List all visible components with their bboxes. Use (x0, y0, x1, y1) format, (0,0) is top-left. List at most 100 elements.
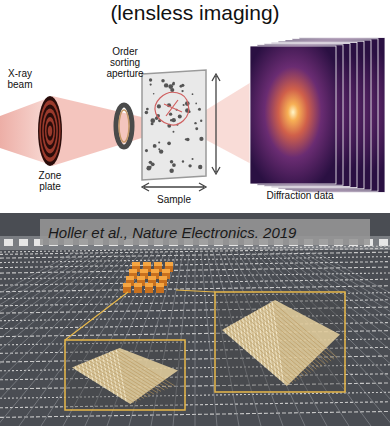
sample-dot (199, 137, 203, 141)
orange-cube (156, 283, 164, 293)
sample-figure (155, 92, 189, 125)
cube-top (134, 283, 142, 287)
structure-line (246, 317, 311, 373)
sample-plate (142, 70, 206, 180)
sample-dot (172, 83, 175, 86)
cube-top (156, 283, 164, 287)
structure-line (89, 361, 93, 381)
structure-line (260, 308, 325, 364)
orange-cube (145, 283, 153, 293)
circuit-structure-large (222, 300, 340, 386)
sample-dot (153, 144, 157, 148)
structure-line (113, 351, 171, 387)
scan-arrow-vertical (212, 74, 220, 174)
sample-dot (198, 108, 201, 111)
structure-line (231, 325, 296, 381)
cube-top (159, 276, 167, 280)
sample-dot (149, 166, 151, 168)
aperture-rim (119, 110, 129, 142)
structure-line (109, 352, 167, 388)
sample-dot (191, 158, 193, 160)
sample-dot (172, 131, 174, 133)
cube-top (137, 276, 145, 280)
sample-dot (170, 88, 174, 92)
structure-body (72, 348, 178, 404)
sample-dot (200, 120, 202, 122)
sample-dot (195, 127, 198, 130)
sample-dot (150, 118, 155, 123)
structure-line (243, 318, 308, 374)
structure-line (240, 320, 305, 376)
zone-ring (44, 113, 57, 149)
zone-ring (41, 104, 59, 157)
sample-dot (188, 164, 191, 167)
chip-wire (195, 252, 196, 426)
zone-ring (48, 125, 52, 136)
sample-dot (145, 149, 148, 152)
cube-top (132, 262, 140, 266)
sample-dot (178, 115, 182, 119)
zone-plate (38, 96, 62, 166)
structure-line (75, 366, 133, 402)
part-label: Zone plate (30, 170, 70, 192)
structure-line (86, 362, 144, 398)
structure-line (252, 313, 317, 369)
cube-top (154, 262, 162, 266)
sample-dot (170, 160, 173, 163)
structure-line (116, 349, 174, 385)
cube-side (156, 287, 164, 293)
cube-top (151, 269, 159, 273)
part-label: X-ray beam (2, 68, 38, 90)
structure-line (82, 363, 140, 399)
cube-top (126, 276, 134, 280)
sample-dot (195, 103, 197, 105)
structure-line (99, 356, 157, 392)
sample-dot (167, 142, 171, 146)
structure-line (234, 323, 299, 379)
title: (lensless imaging) (0, 1, 390, 25)
sample-dot (149, 78, 152, 81)
zone-ring (46, 121, 53, 141)
zoom-inset-small (65, 340, 185, 410)
structure-line (266, 305, 331, 361)
chip-panel (0, 213, 390, 426)
sample-dot (172, 163, 176, 167)
sample-dot (157, 104, 161, 108)
orange-cube (123, 283, 131, 293)
structure-line (269, 303, 334, 359)
sample-dot (151, 162, 155, 166)
sample-dot (150, 83, 152, 85)
cube-top (148, 276, 156, 280)
sample-dot (146, 166, 151, 171)
zoom-leader (65, 290, 215, 340)
structure-line (237, 322, 240, 346)
chip-pad (4, 239, 13, 246)
sample-dot (183, 104, 185, 106)
structure-line (228, 327, 293, 383)
sample-dot (181, 90, 183, 92)
sample-dot (179, 85, 182, 88)
sample-dot (161, 79, 165, 83)
structure-line (231, 325, 233, 339)
structure-body (222, 300, 340, 386)
part-label: Order sorting aperture (99, 46, 151, 79)
structure-line (225, 328, 290, 384)
zoom-inset-large (215, 292, 345, 392)
citation-text: Holler et al., Nature Electronics. 2019 (48, 224, 362, 241)
structure-line (254, 312, 319, 368)
circuit-structure-small (72, 348, 178, 404)
structure-line (263, 307, 328, 363)
cube-side (134, 287, 142, 293)
sample-dot (151, 122, 154, 125)
sample-dot (146, 108, 149, 111)
sample-dot (185, 138, 187, 140)
chip-pad (379, 239, 388, 246)
structure-line (96, 358, 154, 394)
sample-dot (198, 165, 202, 169)
citation-band: Holler et al., Nature Electronics. 2019 (40, 219, 370, 245)
structure-line (257, 310, 322, 366)
structure-line (103, 355, 161, 391)
structure-line (249, 315, 314, 371)
cube-top (162, 269, 170, 273)
cube-top (129, 269, 137, 273)
